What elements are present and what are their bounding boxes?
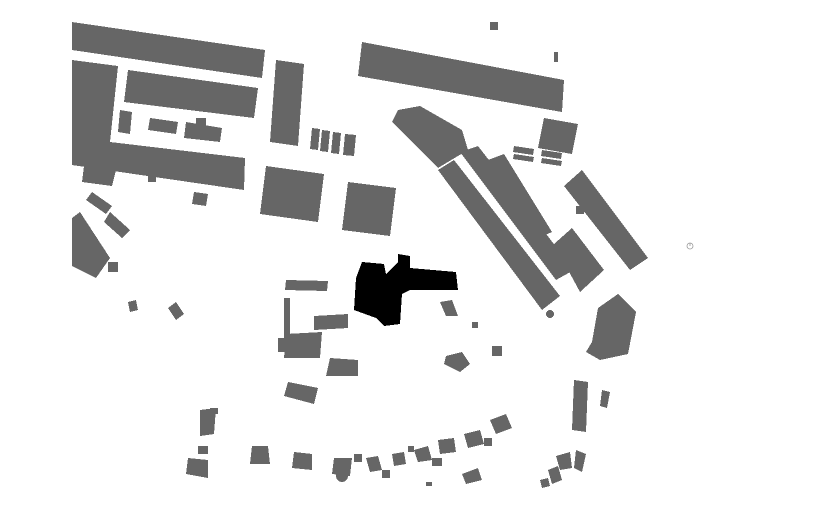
building-footprint [576,206,584,214]
building-footprint [554,52,558,62]
building-footprint [284,382,318,404]
building-footprint [438,160,560,310]
building-footprint [488,154,552,240]
building-footprint [342,182,396,236]
building-footprint [408,446,414,452]
building-footprint [490,414,512,434]
building-footprint [314,314,348,330]
building-footprint [432,458,442,466]
building-footprint [513,146,534,155]
building-footprint [392,106,468,168]
building-footprint [354,454,362,462]
building-footprint [270,60,304,146]
building-footprint [74,96,84,126]
building-footprint [554,228,604,292]
building-footprint [586,294,636,360]
building-footprint [541,158,562,166]
building-footprint [72,212,110,278]
building-footprint [118,110,132,134]
building-footprint [168,302,184,320]
building-footprint [343,134,356,156]
building-footprint [192,192,208,206]
building-footprint [285,280,328,291]
building-footprint [366,456,382,472]
building-footprint [556,452,572,470]
building-footprint [148,118,178,134]
building-footprint [438,438,456,454]
building-footprint [74,72,86,86]
building-footprint [331,132,341,154]
compass-icon [686,242,694,250]
building-footprint [250,446,270,464]
building-footprint [184,122,222,142]
building-footprint [484,438,492,446]
building-footprint [104,212,130,238]
building-footprint [538,118,578,154]
building-footprint [124,70,258,118]
building-footprint [200,408,216,436]
building-footprint [541,150,562,159]
building-footprint [546,310,554,318]
building-footprint [574,450,586,472]
building-footprint [186,458,208,478]
building-footprint [310,128,320,150]
building-footprint [284,332,322,358]
building-footprint [426,482,432,486]
building-footprint [462,468,482,484]
building-footprint [444,352,470,372]
building-footprint [492,346,502,356]
building-footprint [86,192,112,214]
building-footprint [320,130,330,152]
building-footprint [358,42,564,112]
building-footprint [440,300,458,316]
building-footprint [540,478,550,488]
building-footprint [210,408,218,414]
building-footprint [392,452,406,466]
building-footprint [354,254,458,326]
building-footprint [572,380,588,432]
building-footprint [490,22,498,30]
building-footprint [332,458,352,476]
highlighted-building [354,254,458,326]
building-footprint [148,176,156,182]
building-footprint [72,60,245,190]
building-footprint [196,118,206,126]
building-footprint [382,470,390,478]
building-footprint [292,452,312,470]
building-footprint [336,470,348,482]
building-footprint [548,466,562,484]
building-footprint [128,300,138,312]
building-footprint [564,170,648,270]
building-footprint [260,166,324,222]
building-footprint [464,430,484,448]
building-footprint [108,262,118,272]
building-footprint [600,390,610,408]
building-footprint [82,166,116,186]
building-footprint [198,446,208,454]
building-footprint [513,154,534,162]
building-footprint [414,446,432,462]
building-footprint [284,298,290,340]
building-footprint [460,146,574,280]
building-footprint [472,322,478,328]
building-footprint [326,358,358,376]
building-footprint [278,338,286,352]
building-footprint [72,22,265,78]
context-buildings [72,22,648,488]
